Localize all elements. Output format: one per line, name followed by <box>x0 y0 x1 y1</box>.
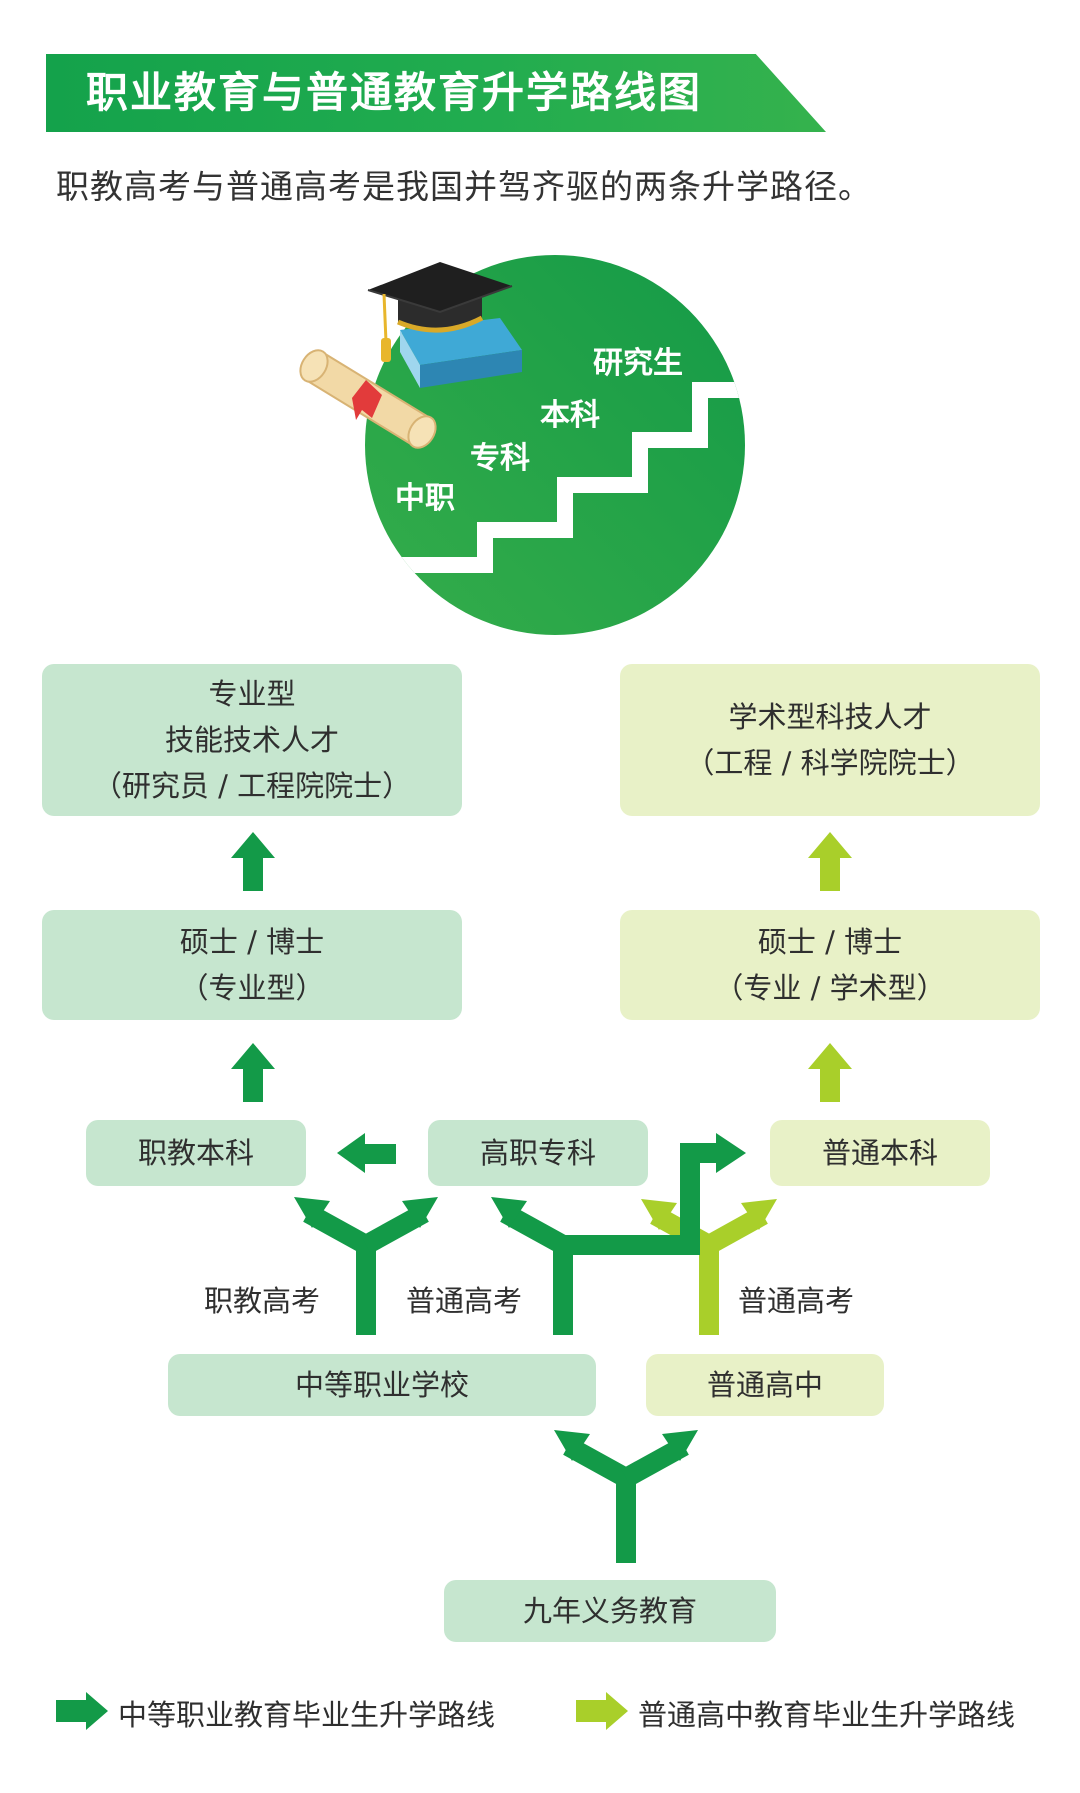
page-title: 职业教育与普通教育升学路线图 <box>86 68 703 117</box>
legend-general-label: 普通高中教育毕业生升学路线 <box>638 1698 1016 1732</box>
vocational-crossing <box>563 1153 700 1255</box>
talent-line: （工程 / 科学院院士） <box>685 746 975 780</box>
step-label: 专科 <box>470 441 530 476</box>
step-label: 中职 <box>395 481 455 516</box>
mortarboard-icon <box>367 262 513 362</box>
up-arrow-icon <box>808 832 852 891</box>
vocational-college-box: 高职专科 <box>428 1120 648 1186</box>
grad-line: （专业型） <box>179 971 325 1005</box>
arrowhead-icon <box>662 1430 698 1461</box>
arrowhead-icon <box>491 1197 527 1228</box>
vocational-school-box: 中等职业学校 <box>168 1354 596 1416</box>
box-label: 普通高中 <box>706 1368 823 1402</box>
vocational-bachelor-box: 职教本科 <box>86 1120 306 1186</box>
step-label: 本科 <box>540 398 600 433</box>
box-label: 普通本科 <box>821 1136 938 1170</box>
talent-line: （研究员 / 工程院院士） <box>92 769 412 803</box>
vocational-arrowheads <box>294 1133 746 1461</box>
vocational-grad-box: 硕士 / 博士 （专业型） <box>42 910 462 1020</box>
legend-arrow-general-icon <box>576 1692 628 1730</box>
vocational-talent-box: 专业型 技能技术人才 （研究员 / 工程院院士） <box>42 664 462 816</box>
diploma-icon <box>299 349 437 449</box>
box-label: 职教本科 <box>137 1136 254 1170</box>
arrowhead-icon <box>402 1197 438 1228</box>
talent-line: 技能技术人才 <box>164 723 339 757</box>
title-banner <box>46 54 826 132</box>
general-school-box: 普通高中 <box>646 1354 884 1416</box>
general-arrows <box>808 832 852 1102</box>
exam-label-general-left: 普通高考 <box>406 1284 523 1318</box>
exam-label-vocational: 职教高考 <box>204 1284 321 1318</box>
left-arrow-icon <box>337 1133 396 1173</box>
talent-line: 专业型 <box>208 677 296 711</box>
up-arrow-icon <box>231 1043 275 1102</box>
vocational-arrows <box>231 832 396 1173</box>
legend-vocational-label: 中等职业教育毕业生升学路线 <box>118 1698 496 1732</box>
arrowhead-icon <box>554 1430 590 1461</box>
up-arrow-icon <box>808 1043 852 1102</box>
arrowhead-icon <box>741 1199 777 1230</box>
arrowhead-icon <box>641 1199 677 1230</box>
graduation-icon <box>299 262 522 449</box>
general-grad-box: 硕士 / 博士 （专业 / 学术型） <box>620 910 1040 1020</box>
general-arrowheads <box>641 1199 777 1230</box>
box-label: 高职专科 <box>479 1136 596 1170</box>
general-talent-box: 学术型科技人才 （工程 / 科学院院士） <box>620 664 1040 816</box>
arrowhead-icon <box>716 1133 746 1173</box>
grad-line: （专业 / 学术型） <box>714 971 946 1005</box>
arrowhead-icon <box>294 1197 330 1228</box>
grad-line: 硕士 / 博士 <box>757 925 903 959</box>
compulsory-education-box: 九年义务教育 <box>444 1580 776 1642</box>
grad-line: 硕士 / 博士 <box>179 925 325 959</box>
page-subtitle: 职教高考与普通高考是我国并驾齐驱的两条升学路径。 <box>56 167 872 206</box>
staircase <box>400 382 740 573</box>
box-label: 中等职业学校 <box>294 1368 469 1402</box>
up-arrow-icon <box>231 832 275 891</box>
box-label: 九年义务教育 <box>522 1594 697 1628</box>
general-bachelor-box: 普通本科 <box>770 1120 990 1186</box>
exam-label-general-right: 普通高考 <box>738 1284 855 1318</box>
legend-arrow-vocational-icon <box>56 1692 108 1730</box>
talent-line: 学术型科技人才 <box>728 700 932 734</box>
step-label: 研究生 <box>593 346 683 381</box>
